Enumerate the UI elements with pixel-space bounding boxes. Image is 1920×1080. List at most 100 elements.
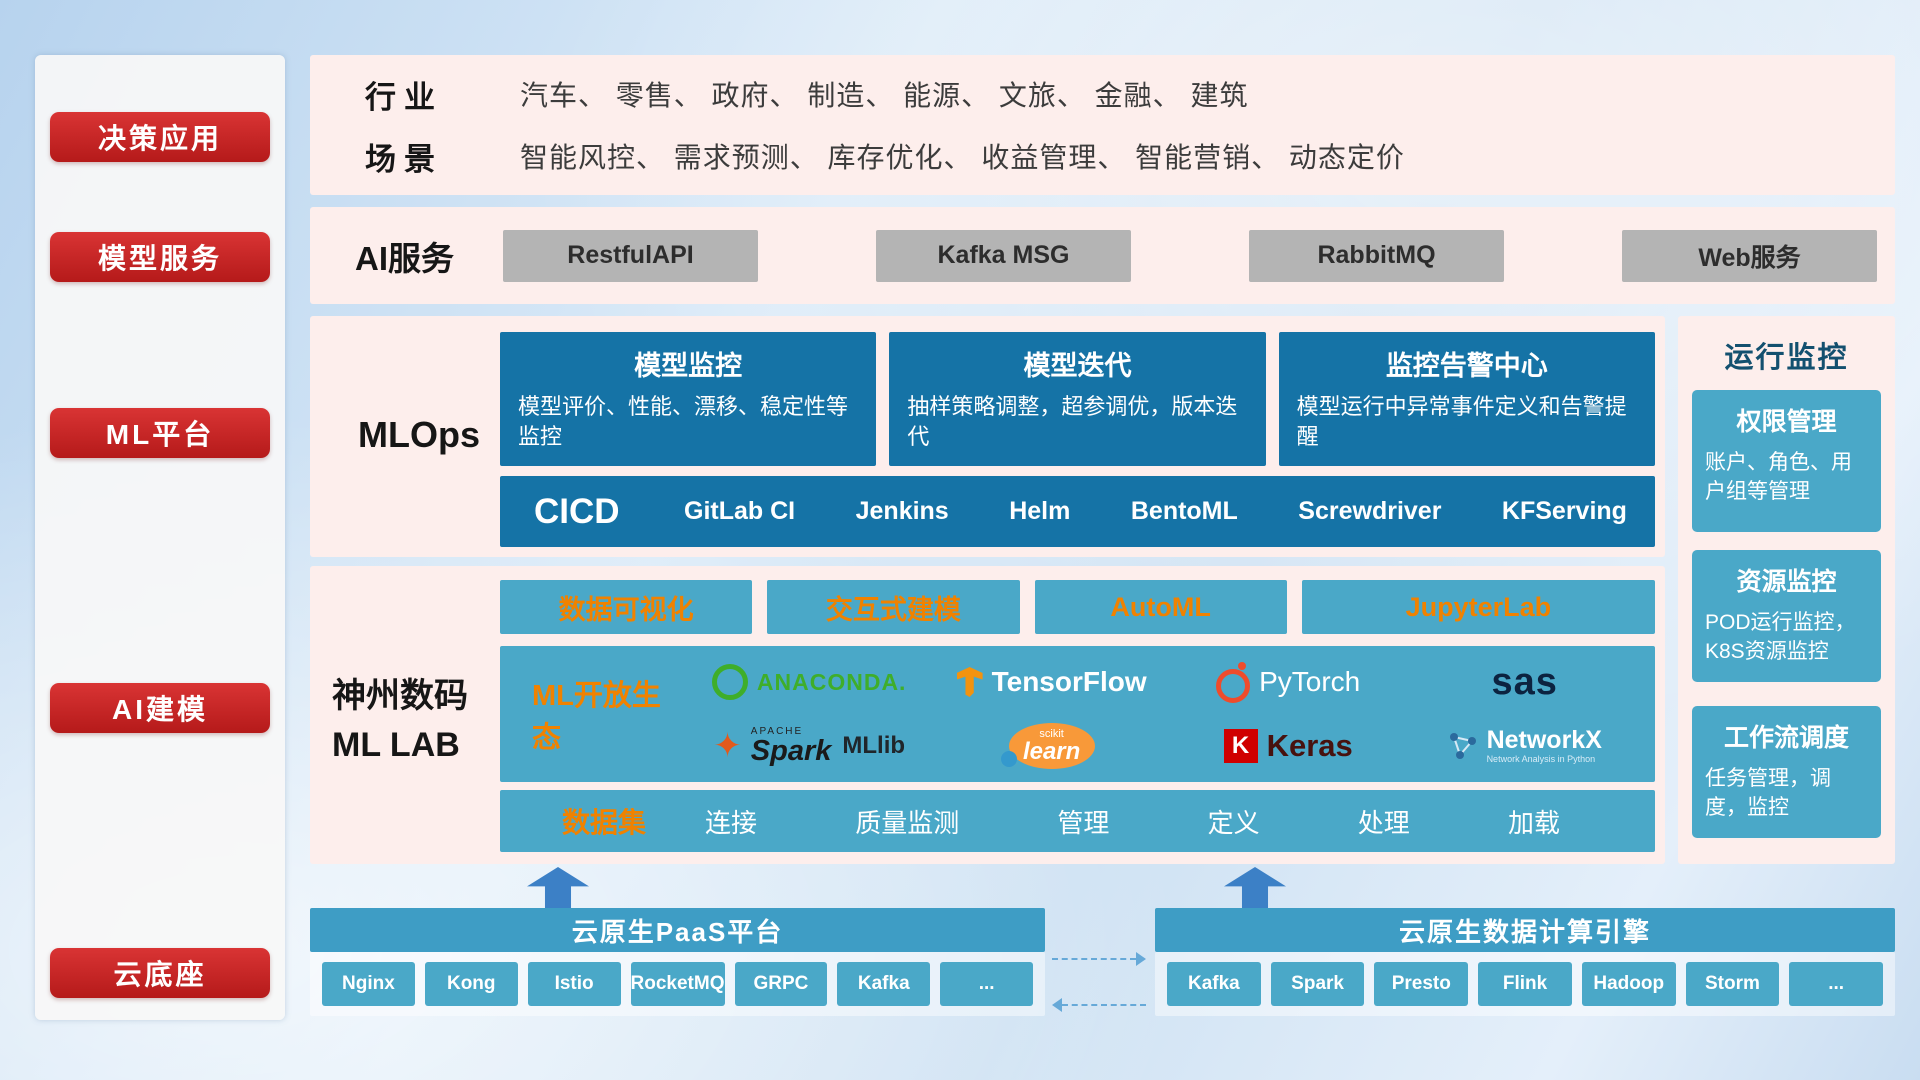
sas-wordmark: sas	[1491, 660, 1558, 703]
dataset-item-load: 加载	[1507, 807, 1560, 838]
industry-row: 行业 汽车、 零售、 政府、 制造、 能源、 文旅、 金融、 建筑	[310, 63, 1895, 125]
cicd-tools: GitLab CI Jenkins Helm BentoML Screwdriv…	[684, 497, 1627, 526]
tool-helm: Helm	[1009, 497, 1071, 525]
mllib-wordmark: MLlib	[842, 732, 906, 759]
pytorch-icon	[1216, 662, 1251, 703]
permission-management-desc: 账户、角色、用户组等管理	[1705, 451, 1852, 504]
ai-service-buttons: RestfulAPI Kafka MSG RabbitMQ Web服务	[503, 229, 1877, 282]
engine-item-kafka[interactable]: Kafka	[1167, 962, 1261, 1006]
resource-monitoring-title: 资源监控	[1736, 568, 1837, 596]
dataset-items: 连接 质量监测 管理 定义 处理 加载	[705, 803, 1655, 840]
model-iteration-desc: 抽样策略调整，超参调优，版本迭代	[907, 394, 1238, 449]
paas-item-nginx[interactable]: Nginx	[322, 962, 415, 1006]
tool-interactive-modeling[interactable]: 交互式建模	[767, 580, 1020, 634]
tool-bentoml: BentoML	[1130, 497, 1238, 525]
pytorch-logo: PyTorch	[1170, 652, 1407, 712]
mllab-label: 神州数码 ML LAB	[332, 672, 468, 771]
mllab-label-line2: ML LAB	[332, 726, 460, 765]
paas-item-kafka[interactable]: Kafka	[837, 962, 931, 1006]
scene-list: 智能风控、 需求预测、 库存优化、 收益管理、 智能营销、 动态定价	[520, 142, 1405, 173]
tool-kfserving: KFServing	[1501, 497, 1627, 525]
industry-scene-panel: 行业 汽车、 零售、 政府、 制造、 能源、 文旅、 金融、 建筑 场景 智能风…	[310, 55, 1895, 195]
mlops-label: MLOps	[358, 414, 480, 455]
paas-item-istio[interactable]: Istio	[527, 962, 621, 1006]
tool-jupyterlab[interactable]: JupyterLab	[1301, 580, 1655, 634]
engine-components-strip: Kafka Spark Presto Flink Hadoop Storm ..…	[1155, 952, 1895, 1016]
mlops-cards: 模型监控 模型评价、性能、漂移、稳定性等监控 模型迭代 抽样策略调整，超参调优，…	[500, 332, 1655, 466]
tensorflow-icon	[956, 667, 983, 697]
dataset-label: 数据集	[562, 807, 647, 838]
spark-wordmark: APACHE Spark	[750, 726, 832, 767]
networkx-wordmark: NetworkX Network Analysis in Python	[1487, 727, 1602, 764]
engine-item-hadoop[interactable]: Hadoop	[1581, 962, 1676, 1006]
service-web-button[interactable]: Web服务	[1622, 229, 1877, 282]
ml-open-ecosystem-label: ML开放生态	[532, 680, 661, 754]
networkx-text: NetworkX	[1486, 726, 1602, 755]
model-monitoring-card: 模型监控 模型评价、性能、漂移、稳定性等监控	[500, 332, 877, 466]
data-engine-bar: 云原生数据计算引擎	[1155, 908, 1895, 952]
permission-management-title: 权限管理	[1736, 408, 1837, 436]
tensorflow-wordmark: TensorFlow	[991, 666, 1147, 697]
sidebar-item-ai-modeling[interactable]: AI建模	[50, 683, 270, 733]
tensorflow-logo: TensorFlow	[933, 652, 1170, 712]
paas-components-strip: Nginx Kong Istio RocketMQ GRPC Kafka ...	[310, 952, 1045, 1016]
mllab-tools: 数据可视化 交互式建模 AutoML JupyterLab	[500, 580, 1655, 634]
workflow-scheduling-desc: 任务管理，调度，监控	[1705, 767, 1831, 820]
paas-item-grpc[interactable]: GRPC	[734, 962, 828, 1006]
dataset-item-process: 处理	[1357, 807, 1410, 838]
up-arrow-engine	[1224, 867, 1286, 909]
dashed-arrow-left-icon	[1052, 998, 1146, 1012]
ai-service-label: AI服务	[355, 239, 454, 277]
sidebar-item-decision-app[interactable]: 决策应用	[50, 112, 270, 162]
runtime-monitoring-title: 运行监控	[1724, 342, 1849, 374]
sidebar-item-model-service[interactable]: 模型服务	[50, 232, 270, 282]
dataset-item-quality: 质量监测	[855, 807, 960, 838]
paas-platform-bar: 云原生PaaS平台	[310, 908, 1045, 952]
learn-text: learn	[1022, 737, 1081, 765]
dataset-bar: 数据集 连接 质量监测 管理 定义 处理 加载	[500, 790, 1655, 852]
cicd-bar: CICD GitLab CI Jenkins Helm BentoML Scre…	[500, 476, 1655, 547]
dashed-arrow-right-icon	[1052, 952, 1146, 966]
anaconda-wordmark: ANACONDA.	[756, 668, 907, 695]
spark-icon: ✦	[713, 727, 742, 765]
engine-item-presto[interactable]: Presto	[1374, 962, 1469, 1006]
industry-label: 行业	[365, 79, 443, 115]
dataset-item-define: 定义	[1207, 807, 1260, 838]
tool-automl[interactable]: AutoML	[1034, 580, 1287, 634]
alert-center-title: 监控告警中心	[1385, 351, 1548, 381]
tool-gitlab-ci: GitLab CI	[684, 497, 796, 525]
paas-item-kong[interactable]: Kong	[424, 962, 518, 1006]
sidebar-item-cloud-base[interactable]: 云底座	[50, 948, 270, 998]
engine-item-flink[interactable]: Flink	[1478, 962, 1572, 1006]
mlops-panel: MLOps 模型监控 模型评价、性能、漂移、稳定性等监控 模型迭代 抽样策略调整…	[310, 316, 1665, 557]
model-iteration-card: 模型迭代 抽样策略调整，超参调优，版本迭代	[889, 332, 1266, 466]
tool-jenkins: Jenkins	[855, 497, 949, 525]
paas-item-more[interactable]: ...	[940, 962, 1034, 1006]
cicd-label: CICD	[534, 491, 620, 531]
tool-data-visualization[interactable]: 数据可视化	[500, 580, 753, 634]
spark-text: Spark	[750, 734, 832, 767]
runtime-monitoring-panel: 运行监控 权限管理 账户、角色、用户组等管理 资源监控 POD运行监控，K8S资…	[1678, 316, 1895, 864]
dataset-item-connect: 连接	[705, 807, 758, 838]
layer-sidebar: 决策应用 模型服务 ML平台 AI建模 云底座	[35, 55, 285, 1020]
model-monitoring-desc: 模型评价、性能、漂移、稳定性等监控	[518, 394, 849, 449]
workflow-scheduling-title: 工作流调度	[1723, 724, 1849, 752]
sidebar-item-ml-platform[interactable]: ML平台	[50, 408, 270, 458]
scikit-learn-logo: scikit learn	[933, 716, 1170, 776]
anaconda-logo: ANACONDA.	[685, 652, 933, 712]
engine-item-more[interactable]: ...	[1789, 962, 1884, 1006]
paas-item-rocketmq[interactable]: RocketMQ	[630, 962, 725, 1006]
mllab-label-line1: 神州数码	[332, 677, 468, 715]
ecosystem-logo-grid: ANACONDA. TensorFlow PyTorch sas ✦ APACH…	[685, 652, 1655, 776]
dataset-item-manage: 管理	[1057, 807, 1110, 838]
alert-center-desc: 模型运行中异常事件定义和告警提醒	[1296, 394, 1627, 449]
model-iteration-title: 模型迭代	[1023, 351, 1132, 381]
service-kafka-msg-button[interactable]: Kafka MSG	[876, 229, 1131, 282]
scikit-text: scikit	[1039, 727, 1064, 740]
service-restfulapi-button[interactable]: RestfulAPI	[503, 229, 758, 282]
service-rabbitmq-button[interactable]: RabbitMQ	[1249, 229, 1504, 282]
engine-item-storm[interactable]: Storm	[1685, 962, 1780, 1006]
engine-item-spark[interactable]: Spark	[1270, 962, 1365, 1006]
networkx-logo: NetworkX Network Analysis in Python	[1406, 716, 1643, 776]
